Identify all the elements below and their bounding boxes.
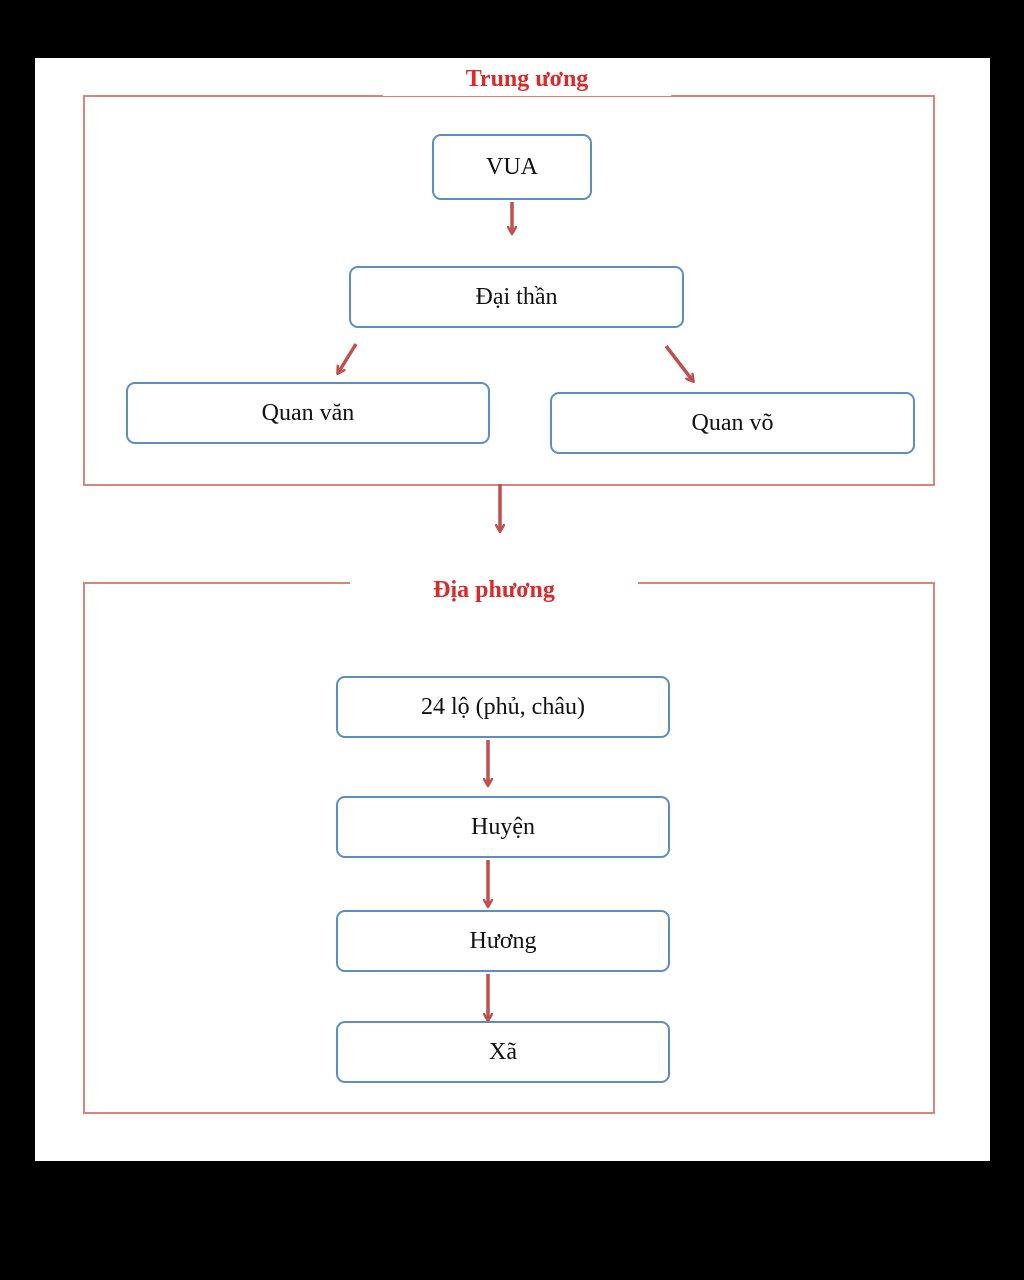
central-government-label: Trung ương <box>383 62 671 96</box>
routes-node: 24 lộ (phủ, châu) <box>336 676 670 738</box>
township-node: Hương <box>336 910 670 972</box>
military-officials-node: Quan võ <box>550 392 915 454</box>
diagram-page <box>35 58 990 1161</box>
great-minister-node: Đại thần <box>349 266 684 328</box>
local-government-label: Địa phương <box>350 573 638 607</box>
central-government-frame <box>83 95 935 486</box>
king-node: VUA <box>432 134 592 200</box>
district-node: Huyện <box>336 796 670 858</box>
civil-officials-node: Quan văn <box>126 382 490 444</box>
commune-node: Xã <box>336 1021 670 1083</box>
